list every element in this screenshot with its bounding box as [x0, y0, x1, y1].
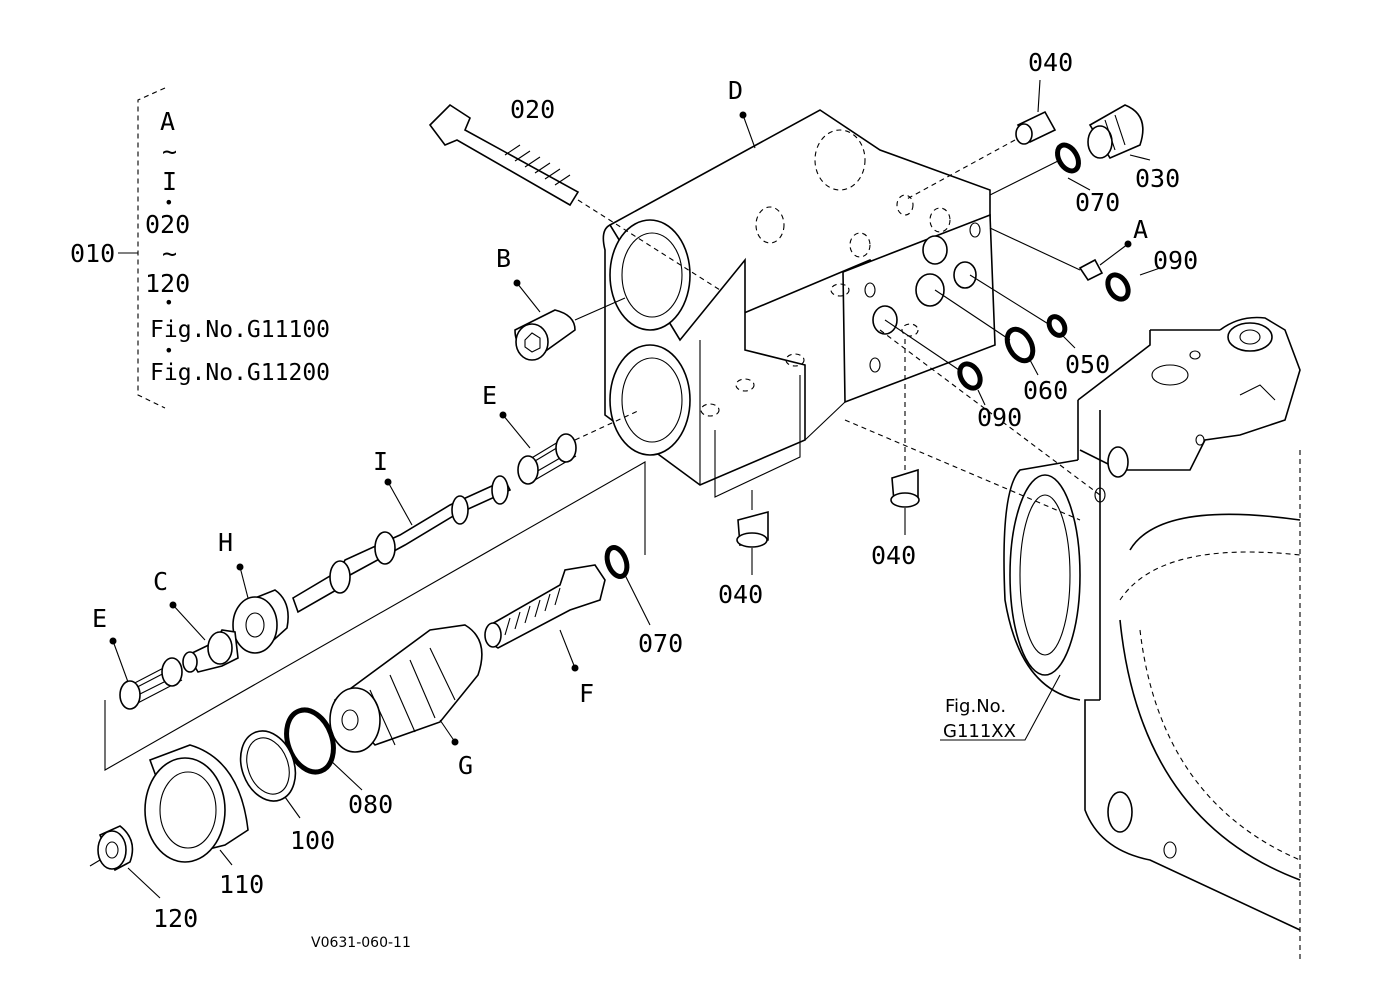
bracket-line-dot1: •	[164, 193, 174, 212]
bracket-line-tilde2: ~	[162, 239, 177, 268]
callout-e-top: E	[482, 381, 497, 410]
callout-030: 030	[1135, 164, 1180, 193]
o-ring-060	[1004, 326, 1036, 364]
callout-labels: 020 D 040 030 070 A 090 B 050 060 090 E …	[92, 48, 1198, 951]
drawing-code: V0631-060-11	[311, 935, 411, 951]
callout-090-top: 090	[1153, 246, 1198, 275]
nut-120	[89, 825, 134, 872]
bracket-line-a: A	[160, 107, 175, 136]
callout-leaders	[109, 79, 1161, 899]
plug-040-bottom-left	[736, 490, 769, 548]
plug-030	[1087, 104, 1144, 160]
assembly-bracket: 010 A ~ I • 020 ~ 120 • Fig.No.G11100 • …	[70, 87, 330, 409]
plug-040-bottom-right	[890, 335, 920, 508]
callout-080: 080	[348, 790, 393, 819]
group-frame	[104, 461, 646, 771]
callout-g: G	[458, 751, 473, 780]
cartridge-g	[329, 624, 483, 753]
callout-020: 020	[510, 95, 555, 124]
callout-040-bottom-left: 040	[718, 580, 763, 609]
callout-070-top: 070	[1075, 188, 1120, 217]
bracket-line-dot3: •	[164, 341, 174, 360]
bracket-fig-ref-1: Fig.No.G11100	[150, 317, 330, 343]
callout-040-bottom-right: 040	[871, 541, 916, 570]
bracket-line-dot2: •	[164, 293, 174, 312]
backup-ring-100	[239, 730, 297, 802]
collar-c	[182, 629, 239, 673]
spring-e-left	[119, 657, 183, 710]
bolt-020	[428, 103, 721, 291]
o-ring-070-top	[1055, 142, 1081, 174]
o-ring-050	[1046, 314, 1068, 338]
bracket-line-i: I	[162, 167, 177, 196]
transmission-housing	[844, 316, 1301, 960]
bracket-line-120: 120	[145, 269, 190, 298]
figure-ref-line2: G111XX	[943, 721, 1016, 742]
callout-f: F	[579, 679, 594, 708]
plug-040-top	[904, 110, 1057, 201]
spool-i	[292, 475, 512, 614]
callout-070-mid: 070	[638, 629, 683, 658]
o-ring-090-mid	[957, 361, 983, 391]
callout-c: C	[153, 567, 168, 596]
callout-090-mid: 090	[977, 403, 1022, 432]
washer-h	[232, 589, 289, 654]
nut-110	[144, 744, 249, 863]
valve-body-d	[602, 109, 996, 486]
callout-e-left: E	[92, 604, 107, 633]
bracket-line-tilde1: ~	[162, 137, 177, 166]
callout-b: B	[496, 244, 511, 273]
o-ring-090-top	[1105, 272, 1131, 302]
set-screw-a	[989, 227, 1104, 282]
callout-i: I	[373, 447, 388, 476]
poppet-f	[484, 564, 606, 649]
assembly-part-number: 010	[70, 239, 115, 268]
spring-e-top	[517, 409, 641, 485]
callout-110: 110	[219, 870, 264, 899]
callout-h: H	[218, 528, 233, 557]
callout-d: D	[728, 76, 743, 105]
callout-120: 120	[153, 904, 198, 933]
bracket-fig-ref-2: Fig.No.G11200	[150, 360, 330, 386]
figure-ref-line1: Fig.No.	[945, 696, 1006, 717]
plug-b	[514, 297, 626, 361]
callout-040-top: 040	[1028, 48, 1073, 77]
callout-a: A	[1133, 215, 1148, 244]
o-ring-070-mid	[604, 545, 630, 579]
callout-100: 100	[290, 826, 335, 855]
plug-guide-frame	[714, 375, 801, 498]
bracket-line-020: 020	[145, 210, 190, 239]
callout-060: 060	[1023, 376, 1068, 405]
callout-050: 050	[1065, 350, 1110, 379]
